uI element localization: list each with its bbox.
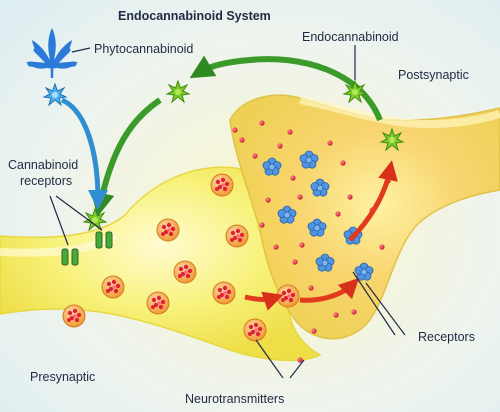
label-phytocannabinoid: Phytocannabinoid — [94, 42, 194, 56]
leader-lines — [49, 45, 406, 379]
label-receptors-line2: receptors — [20, 174, 73, 188]
neurotransmitter-dots — [232, 120, 391, 363]
label-cannabinoid: Cannabinoid — [8, 158, 79, 172]
arrow-to-receptors — [299, 277, 360, 303]
arrow-to-endocannabinoid-release — [348, 160, 398, 242]
arrow-release — [244, 291, 284, 311]
label-endocannabinoid: Endocannabinoid — [302, 30, 399, 44]
label-postsynaptic: Postsynaptic — [398, 68, 469, 82]
arrow-phyto-to-receptor — [60, 97, 108, 210]
cannabis-leaf-icon — [26, 28, 78, 78]
cannabinoid-receptor-channel — [61, 248, 79, 266]
presynaptic-terminal — [0, 166, 322, 362]
label-neurotransmitters: Neurotransmitters — [185, 392, 285, 406]
diagram-title: Endocannabinoid System — [118, 9, 271, 23]
label-receptors: Receptors — [418, 330, 475, 344]
arrow-to-presynaptic-receptor — [90, 97, 162, 217]
label-presynaptic: Presynaptic — [30, 370, 96, 384]
cannabinoid-receptor-channel — [95, 231, 113, 249]
